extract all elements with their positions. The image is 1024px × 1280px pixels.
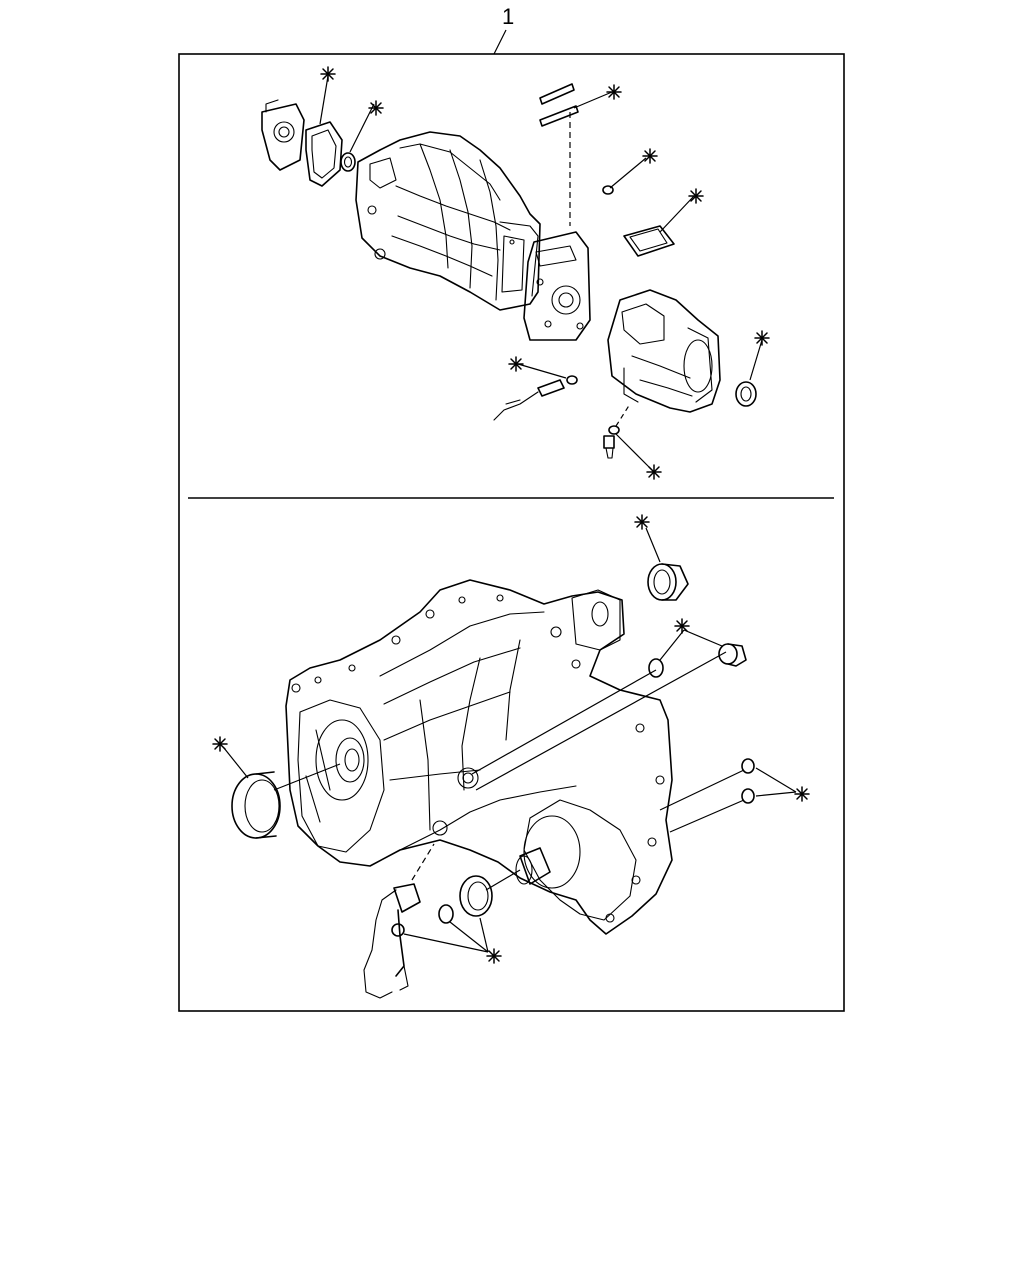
transmission-case xyxy=(355,131,541,311)
kit-marker-star xyxy=(646,464,662,480)
callout-leader xyxy=(493,29,507,55)
right-o-ring-lower xyxy=(741,788,755,804)
transfer-case xyxy=(285,579,673,935)
adapter-plate xyxy=(523,231,591,341)
kit-marker-star xyxy=(634,514,650,530)
kit-marker-star xyxy=(688,188,704,204)
kit-marker-star xyxy=(212,736,228,752)
callout-number: 1 xyxy=(502,4,514,29)
extension-housing xyxy=(607,289,721,413)
front-oil-seal xyxy=(340,152,356,172)
cover-gasket-square xyxy=(623,225,675,257)
rear-bushing xyxy=(718,643,747,667)
kit-marker-star xyxy=(486,948,502,964)
shift-o-ring xyxy=(602,185,614,195)
rear-output-seal xyxy=(647,563,689,601)
kit-marker-star xyxy=(606,84,622,100)
upper-section xyxy=(261,66,770,480)
kit-marker-star xyxy=(320,66,336,82)
cover-gasket xyxy=(305,121,343,187)
lower-section xyxy=(212,514,810,999)
upper-leaders xyxy=(319,75,763,471)
right-o-ring-upper xyxy=(741,758,755,774)
front-retainer-cover xyxy=(261,99,305,171)
kit-marker-star xyxy=(794,786,810,802)
rear-o-ring xyxy=(648,658,664,678)
rear-oil-seal xyxy=(735,381,757,407)
bottom-o-ring xyxy=(438,904,454,924)
bottom-output-seal xyxy=(459,875,493,917)
lower-leaders xyxy=(223,527,797,953)
lower-alignment-lines xyxy=(273,651,745,891)
kit-marker-star xyxy=(508,356,524,372)
speed-sensor xyxy=(493,375,578,421)
rear-output-housing xyxy=(515,723,665,923)
kit-marker-star xyxy=(754,330,770,346)
wiring-sensor xyxy=(363,883,421,999)
kit-marker-star xyxy=(674,618,690,634)
kit-marker-star xyxy=(642,148,658,164)
kit-marker-star xyxy=(368,100,384,116)
diagram-frame xyxy=(178,53,845,1012)
drain-plug xyxy=(603,403,631,459)
shift-rods xyxy=(539,83,579,226)
front-output-seal xyxy=(231,771,281,839)
